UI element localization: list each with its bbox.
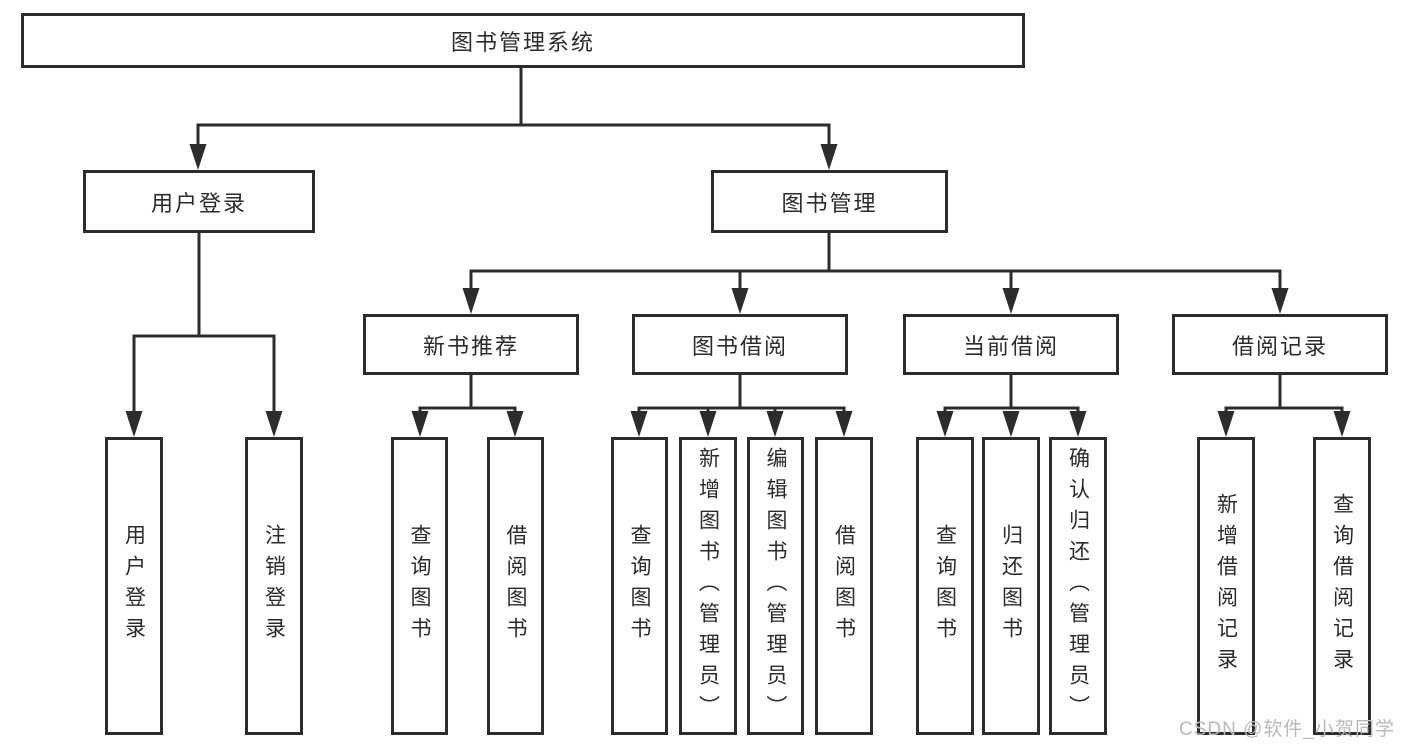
leaf-label: 查询借阅记录	[1330, 493, 1354, 679]
leaf-logout: 注销登录	[245, 437, 303, 735]
leaf-query-books-current: 查询图书	[916, 437, 974, 735]
leaf-label: 确认归还（管理员）	[1066, 446, 1090, 726]
leaf-confirm-return-admin: 确认归还（管理员）	[1049, 437, 1107, 735]
arrowhead-icons	[125, 144, 1351, 437]
leaf-return-books: 归还图书	[982, 437, 1040, 735]
leaf-label: 查询图书	[408, 524, 431, 648]
leaf-borrow-books: 借阅图书	[815, 437, 873, 735]
leaf-label: 编辑图书（管理员）	[764, 446, 787, 726]
leaf-query-books-recommend: 查询图书	[391, 437, 448, 735]
leaf-label: 查询图书	[933, 524, 957, 648]
leaf-label: 查询图书	[628, 524, 651, 648]
leaf-edit-books-admin: 编辑图书（管理员）	[747, 437, 804, 735]
node-borrow-records: 借阅记录	[1172, 314, 1388, 375]
leaf-add-books-admin: 新增图书（管理员）	[679, 437, 737, 735]
node-new-book-recommend: 新书推荐	[363, 314, 579, 375]
leaf-label: 新增图书（管理员）	[696, 446, 720, 726]
node-user-login: 用户登录	[83, 170, 315, 233]
leaf-user-login: 用户登录	[105, 437, 163, 735]
leaf-label: 归还图书	[999, 524, 1023, 648]
leaf-label: 借阅图书	[504, 524, 527, 648]
leaf-query-books-borrow: 查询图书	[611, 437, 668, 735]
leaf-label: 注销登录	[262, 524, 286, 648]
leaf-label: 用户登录	[122, 524, 146, 648]
node-current-borrow: 当前借阅	[903, 314, 1119, 375]
leaf-label: 新增借阅记录	[1214, 493, 1238, 679]
leaf-borrow-books-recommend: 借阅图书	[487, 437, 544, 735]
leaf-query-borrow-record: 查询借阅记录	[1313, 437, 1371, 735]
node-root-system: 图书管理系统	[21, 13, 1025, 68]
leaf-add-borrow-record: 新增借阅记录	[1197, 437, 1255, 735]
node-book-management: 图书管理	[711, 170, 948, 233]
node-book-borrow: 图书借阅	[632, 314, 848, 375]
leaf-label: 借阅图书	[832, 524, 856, 648]
